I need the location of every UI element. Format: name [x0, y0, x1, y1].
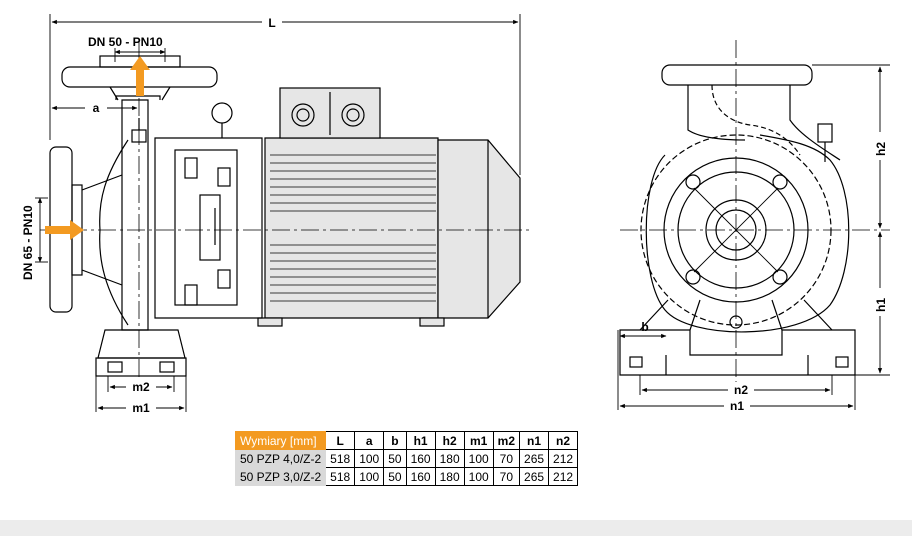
table-cell: 70: [492, 467, 521, 486]
pump-volute: [49, 55, 218, 331]
dimensions-table: Wymiary [mm] L a b h1 h2 m1 m2 n1 n2 50 …: [234, 431, 579, 486]
label-L: L: [268, 16, 275, 30]
front-outlet-flange: [661, 64, 813, 86]
table-cell: 100: [354, 449, 385, 468]
motor-body: [257, 137, 521, 327]
terminal-box: [279, 87, 381, 139]
col-header: b: [383, 431, 407, 450]
front-view: [619, 40, 890, 395]
pump-foot: [95, 329, 187, 377]
table-cell: 518: [325, 449, 356, 468]
table-cell: 180: [434, 467, 465, 486]
col-header: a: [354, 431, 385, 450]
col-header: h2: [434, 431, 465, 450]
label-m2: m2: [132, 380, 150, 394]
table-cell: 180: [434, 449, 465, 468]
col-header: m2: [492, 431, 521, 450]
col-header: n1: [519, 431, 550, 450]
table-cell: 160: [405, 449, 436, 468]
side-view: [40, 40, 530, 390]
label-h2: h2: [874, 142, 888, 156]
table-cell: 518: [325, 467, 356, 486]
bottom-band: [0, 520, 912, 536]
table-cell: 100: [354, 467, 385, 486]
label-n1: n1: [730, 399, 744, 413]
table-header-row: Wymiary [mm] L a b h1 h2 m1 m2 n1 n2: [234, 431, 579, 450]
lifting-eye: [211, 102, 233, 124]
table-cell: 265: [519, 449, 550, 468]
label-a: a: [93, 101, 100, 115]
col-header: h1: [405, 431, 436, 450]
table-row: 50 PZP 4,0/Z-2 518 100 50 160 180 100 70…: [234, 449, 579, 468]
label-inlet-flange: DN 65 - PN10: [21, 205, 35, 280]
label-m1: m1: [132, 401, 150, 415]
inlet-flow-arrow: [45, 220, 84, 240]
col-header: n2: [548, 431, 579, 450]
table-cell: 212: [548, 467, 579, 486]
table-cell: 70: [492, 449, 521, 468]
label-outlet-flange: DN 50 - PN10: [88, 35, 163, 49]
table-cell: 50: [383, 467, 407, 486]
label-b: b: [641, 320, 648, 334]
label-n2: n2: [734, 383, 748, 397]
table-cell: 100: [463, 449, 494, 468]
col-header: L: [325, 431, 356, 450]
label-h1: h1: [874, 298, 888, 312]
dimension-labels: L a DN 50 - PN10 DN 65 - PN10 m2 m1 b n2…: [21, 16, 888, 415]
row-model: 50 PZP 4,0/Z-2: [234, 449, 327, 468]
outlet-flow-arrow: [130, 56, 150, 96]
table-title: Wymiary [mm]: [234, 431, 327, 450]
bearing-bracket: [154, 137, 263, 319]
table-cell: 265: [519, 467, 550, 486]
table-cell: 160: [405, 467, 436, 486]
col-header: m1: [463, 431, 494, 450]
table-cell: 50: [383, 449, 407, 468]
table-row: 50 PZP 3,0/Z-2 518 100 50 160 180 100 70…: [234, 467, 579, 486]
flow-arrows: [45, 56, 150, 240]
row-model: 50 PZP 3,0/Z-2: [234, 467, 327, 486]
table-cell: 100: [463, 467, 494, 486]
table-cell: 212: [548, 449, 579, 468]
